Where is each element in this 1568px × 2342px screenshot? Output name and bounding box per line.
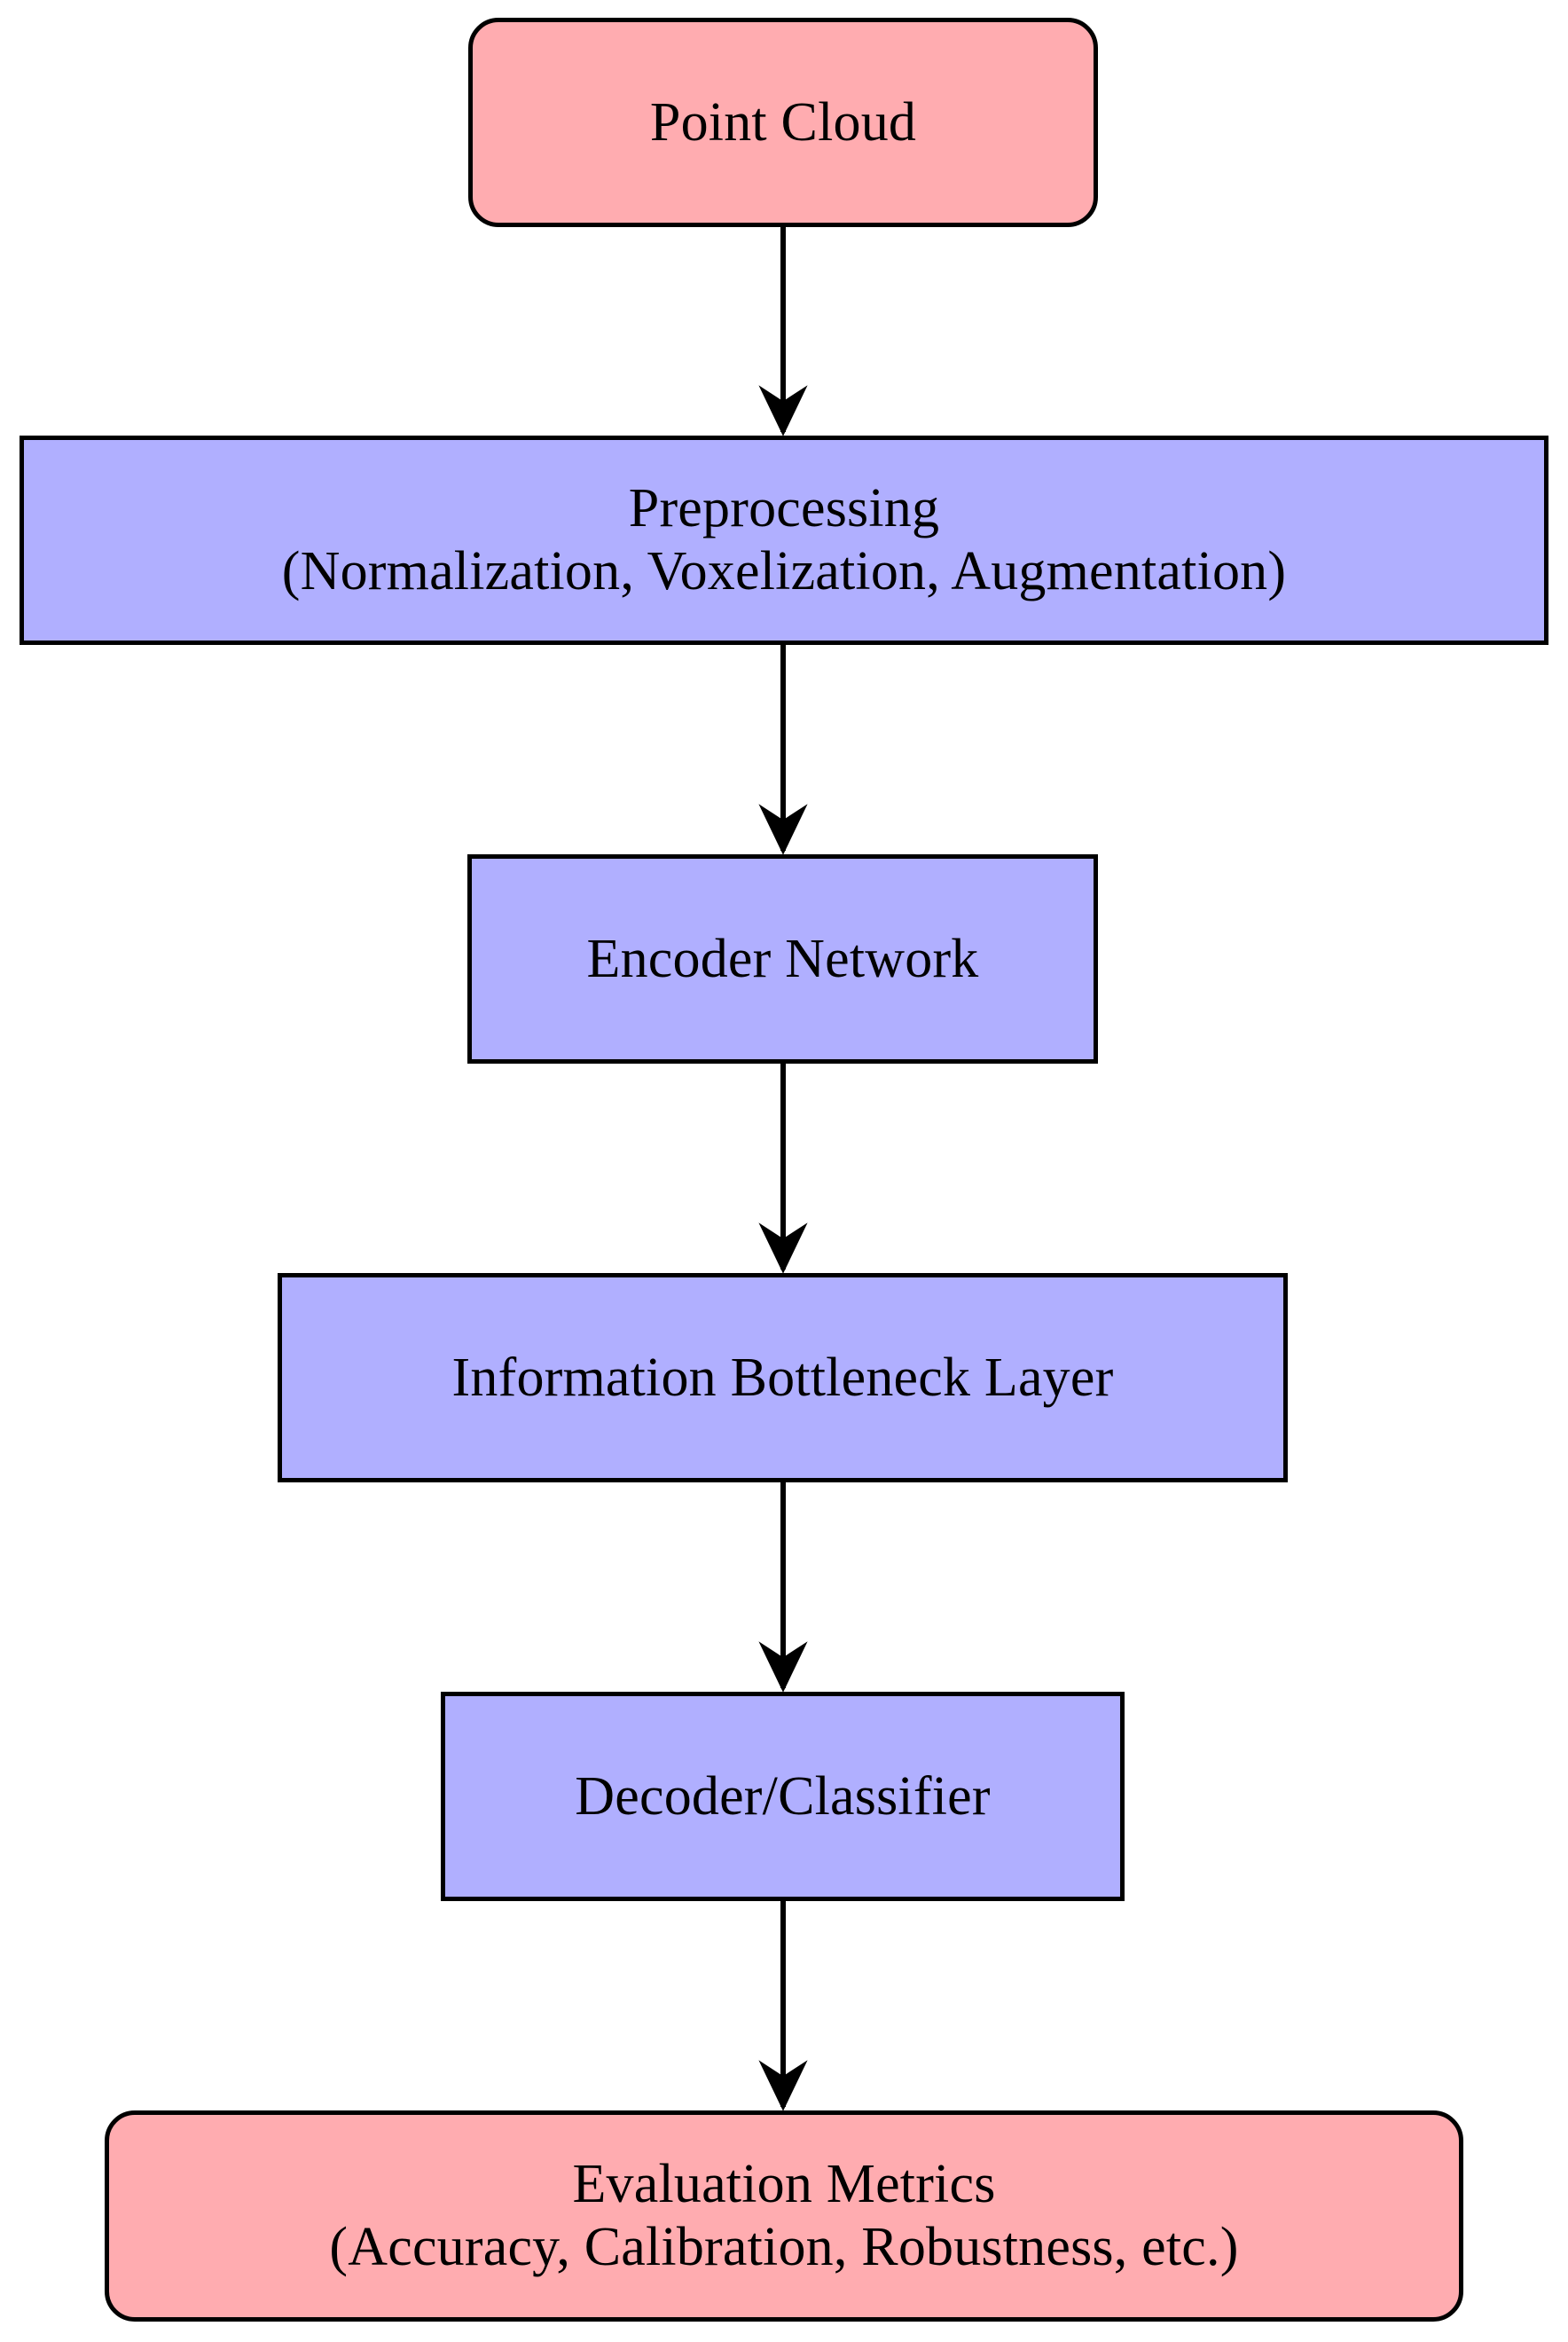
node-label-line: Preprocessing [628,478,940,539]
node-label-line: Point Cloud [649,91,917,153]
node-point-cloud[interactable]: Point Cloud [468,18,1098,227]
node-preprocessing[interactable]: Preprocessing(Normalization, Voxelizatio… [20,436,1548,645]
node-evaluation-metrics[interactable]: Evaluation Metrics(Accuracy, Calibration… [105,2110,1463,2322]
node-label-line: Information Bottleneck Layer [451,1347,1114,1408]
node-label-line: Evaluation Metrics [572,2154,996,2215]
node-label-line: (Normalization, Voxelization, Augmentati… [281,541,1287,601]
node-decoder-classifier[interactable]: Decoder/Classifier [441,1692,1125,1901]
node-label-line: (Accuracy, Calibration, Robustness, etc.… [329,2217,1239,2277]
node-information-bottleneck-layer[interactable]: Information Bottleneck Layer [278,1273,1288,1482]
node-label-line: Decoder/Classifier [575,1765,991,1827]
node-encoder-network[interactable]: Encoder Network [467,854,1098,1064]
node-label-line: Encoder Network [586,928,979,989]
